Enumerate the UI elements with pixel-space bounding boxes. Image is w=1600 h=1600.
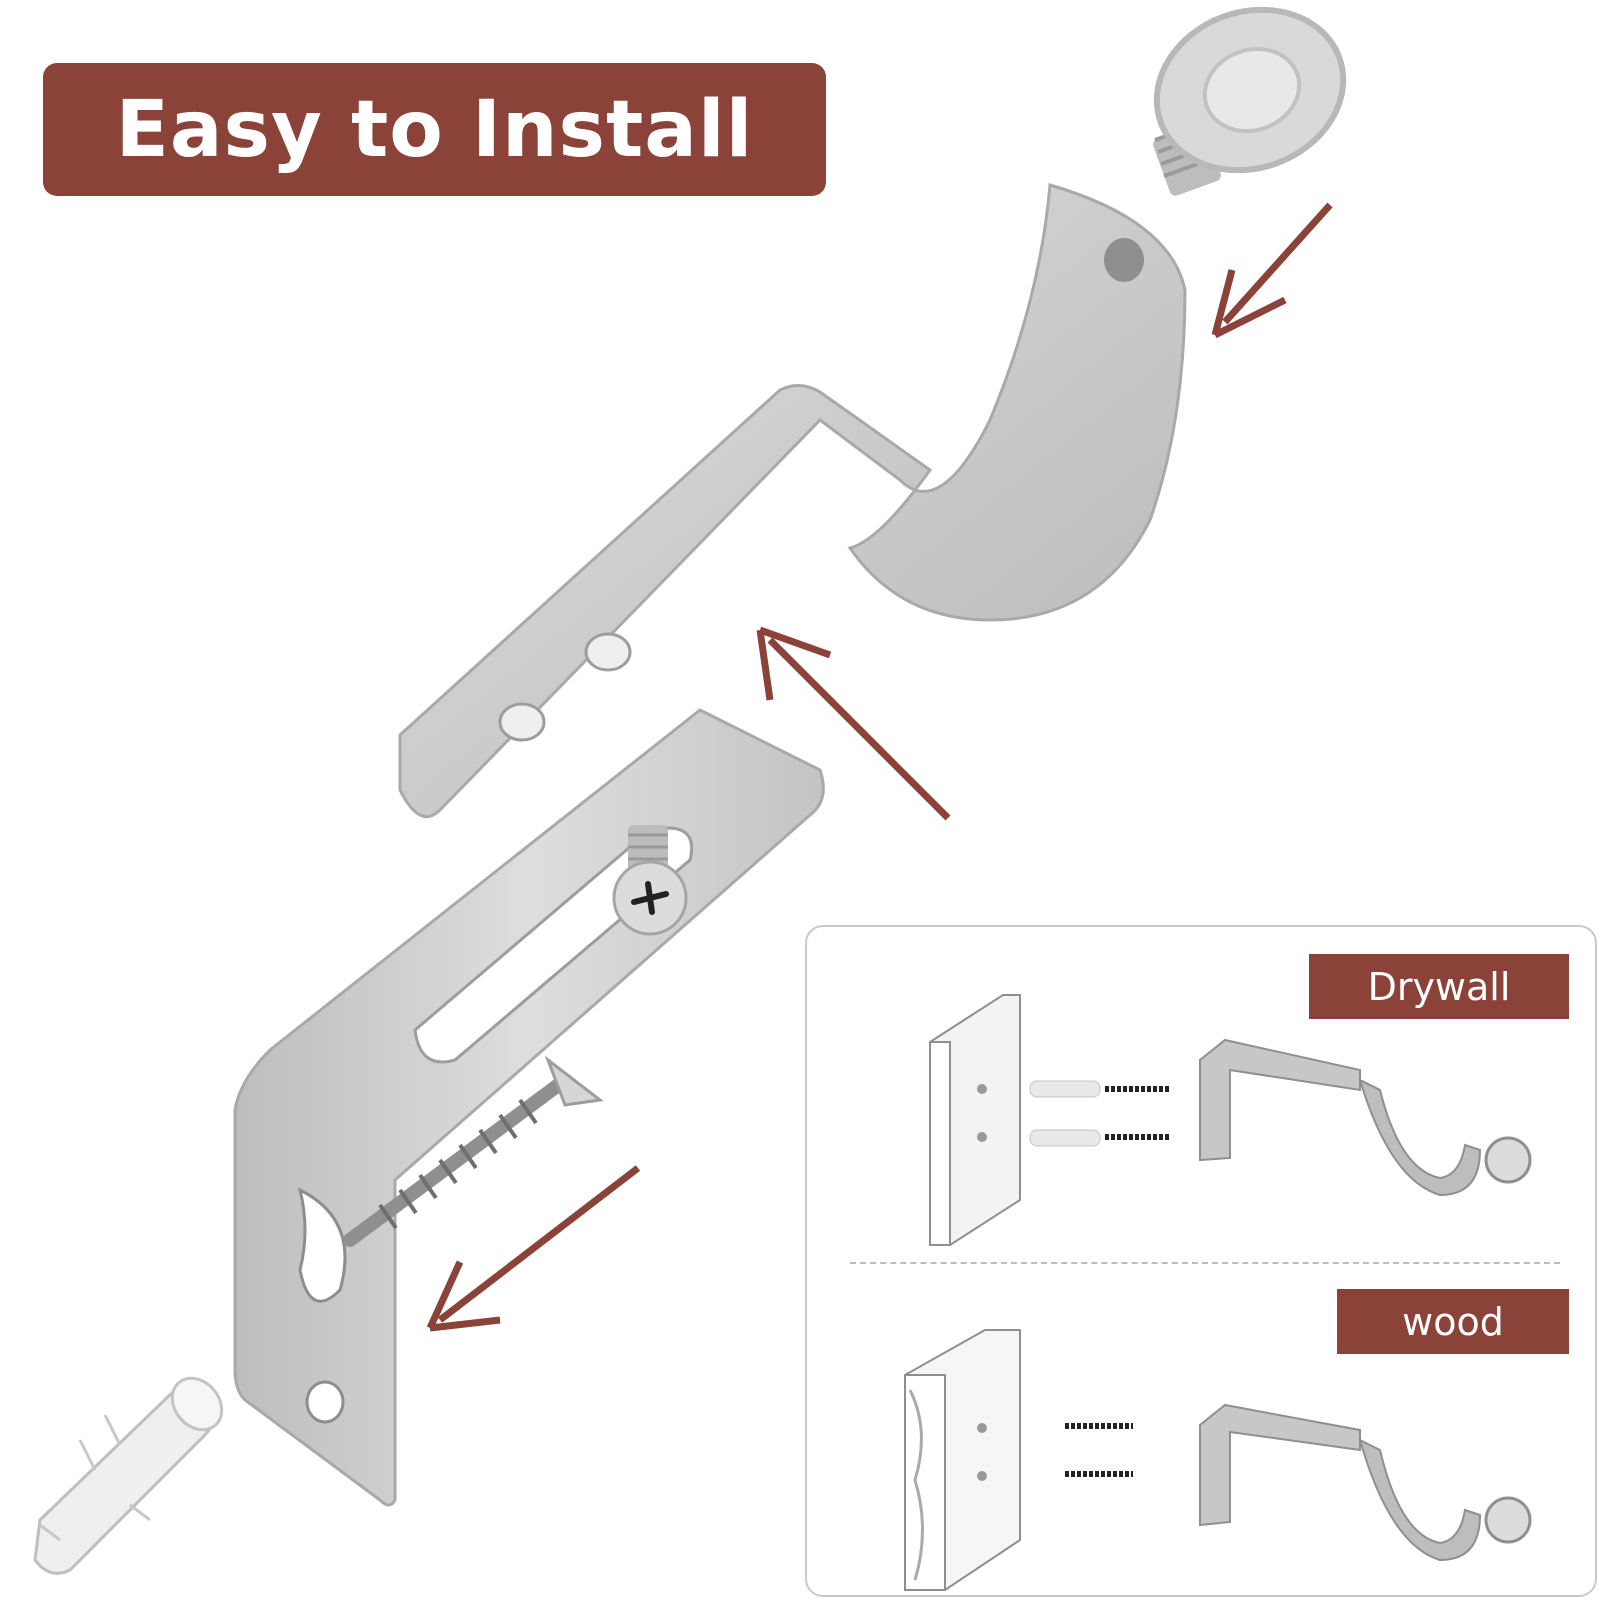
drywall-bracket-icon	[1199, 1038, 1532, 1197]
wood-bracket-icon	[1199, 1403, 1532, 1562]
drywall-label: Drywall	[1309, 954, 1569, 1019]
wood-label: wood	[1337, 1289, 1569, 1354]
arrow-icon	[426, 202, 1333, 1332]
finial-screw-icon	[1153, 6, 1347, 196]
u-bracket-icon	[398, 183, 1187, 819]
wall-anchor-icon	[33, 1376, 224, 1575]
bolt-icon	[612, 825, 688, 936]
wood-screw-icon	[343, 1055, 604, 1247]
wood-screws-icon	[1065, 1423, 1133, 1477]
title-banner: Easy to Install	[43, 63, 826, 196]
drywall-board-icon	[929, 994, 1021, 1246]
drywall-anchors-icon	[1029, 1080, 1170, 1147]
page-title: Easy to Install	[115, 84, 754, 175]
panel-divider	[850, 1262, 1560, 1264]
wood-block-icon	[904, 1329, 1021, 1591]
